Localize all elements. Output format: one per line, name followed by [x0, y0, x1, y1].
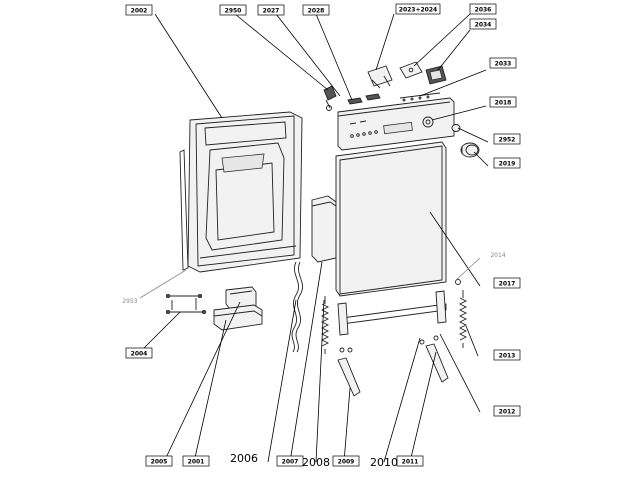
label-2033: 2033	[489, 57, 517, 69]
svg-text:2019: 2019	[499, 161, 516, 168]
svg-text:2001: 2001	[188, 459, 205, 466]
leader-lines	[139, 13, 489, 463]
side-seal-strip-part	[179, 149, 189, 271]
label-2002: 2002	[125, 4, 153, 16]
svg-text:2008: 2008	[302, 456, 330, 469]
cover-plate-part	[399, 61, 423, 79]
svg-text:2007: 2007	[282, 459, 299, 466]
svg-text:2002: 2002	[131, 8, 148, 15]
label-2034: 2034	[469, 18, 497, 30]
outer-door-panel-part	[335, 141, 447, 297]
hinge-assembly-part	[337, 290, 449, 397]
label-2010: 2010	[370, 456, 398, 469]
part-labels: 2002 2950 2027 2028 2023+2024 2036 2034	[122, 3, 521, 469]
svg-text:2027: 2027	[263, 8, 280, 15]
svg-text:2952: 2952	[499, 137, 516, 144]
svg-text:2023+2024: 2023+2024	[399, 7, 437, 14]
label-2001: 2001	[182, 455, 210, 467]
svg-text:2011: 2011	[402, 459, 419, 466]
display-module-part	[425, 65, 447, 85]
label-2008: 2008	[302, 456, 330, 469]
label-2006: 2006	[230, 452, 258, 465]
label-2014: 2014	[490, 252, 505, 259]
label-2018: 2018	[489, 96, 517, 108]
label-2953: 2953	[122, 298, 137, 305]
door-spring-left-part	[320, 296, 330, 354]
label-2005: 2005	[145, 455, 173, 467]
svg-text:2034: 2034	[475, 22, 492, 29]
control-panel-part	[337, 97, 455, 151]
label-2950: 2950	[219, 4, 247, 16]
svg-text:2012: 2012	[499, 409, 516, 416]
detergent-dispenser-part	[213, 286, 263, 331]
label-2023-2024: 2023+2024	[395, 3, 441, 15]
door-spring-right-part	[455, 279, 468, 348]
svg-text:2036: 2036	[475, 7, 492, 14]
label-2004: 2004	[125, 347, 153, 359]
label-2011: 2011	[396, 455, 424, 467]
label-2036: 2036	[469, 3, 497, 15]
label-2012: 2012	[493, 405, 521, 417]
label-2952: 2952	[493, 133, 521, 145]
svg-text:2033: 2033	[495, 61, 512, 68]
svg-text:2005: 2005	[151, 459, 168, 466]
svg-text:2950: 2950	[225, 8, 242, 15]
svg-text:2017: 2017	[499, 281, 516, 288]
small-knob-part	[451, 124, 461, 132]
svg-text:2004: 2004	[131, 351, 148, 358]
svg-text:2013: 2013	[499, 353, 516, 360]
side-insulation-part	[311, 195, 337, 263]
large-knob-part	[460, 142, 480, 158]
label-2013: 2013	[493, 349, 521, 361]
svg-text:2018: 2018	[495, 100, 512, 107]
svg-text:2953: 2953	[122, 298, 137, 305]
svg-text:2028: 2028	[308, 8, 325, 15]
svg-text:2006: 2006	[230, 452, 258, 465]
label-2007: 2007	[276, 455, 304, 467]
label-2017: 2017	[493, 277, 521, 289]
hinge-bracket-part	[165, 293, 207, 315]
label-2009: 2009	[332, 455, 360, 467]
svg-text:2009: 2009	[338, 459, 355, 466]
cable-hose-part	[291, 261, 303, 353]
svg-text:2010: 2010	[370, 456, 398, 469]
label-2019: 2019	[493, 157, 521, 169]
inner-door-frame-part	[187, 111, 303, 273]
label-2027: 2027	[257, 4, 285, 16]
label-2028: 2028	[302, 4, 330, 16]
svg-text:2014: 2014	[490, 252, 505, 259]
